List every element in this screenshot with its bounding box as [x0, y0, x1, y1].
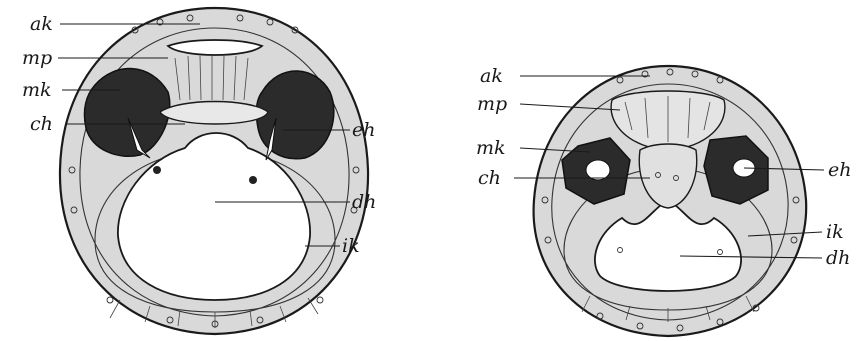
left-label-mp: mp [22, 47, 52, 69]
left-label-mk: mk [22, 79, 52, 101]
right-label-ik: ik [826, 221, 844, 243]
right-embryo-section: ak mp mk ch eh ik dh [476, 65, 851, 336]
right-label-mk: mk [476, 137, 506, 159]
right-coelom-left [586, 160, 610, 180]
right-label-dh: dh [826, 247, 850, 269]
left-spot-b [249, 176, 257, 184]
right-label-mp: mp [477, 93, 507, 115]
left-label-ik: ik [342, 235, 360, 257]
left-label-ak: ak [30, 13, 53, 35]
left-label-ch: ch [30, 113, 53, 135]
left-embryo-section: ak mp mk ch eh dh ik [22, 8, 376, 334]
left-label-eh: eh [352, 119, 375, 141]
right-label-eh: eh [828, 159, 851, 181]
left-notochord [160, 102, 268, 125]
left-spot-a [153, 166, 161, 174]
right-label-ch: ch [478, 167, 501, 189]
right-label-ak: ak [480, 65, 503, 87]
left-mesoderm-pouch-left [84, 69, 169, 157]
left-label-dh: dh [352, 191, 376, 213]
left-mesoderm-pouch-right [256, 71, 333, 159]
left-neural-groove [168, 40, 262, 55]
